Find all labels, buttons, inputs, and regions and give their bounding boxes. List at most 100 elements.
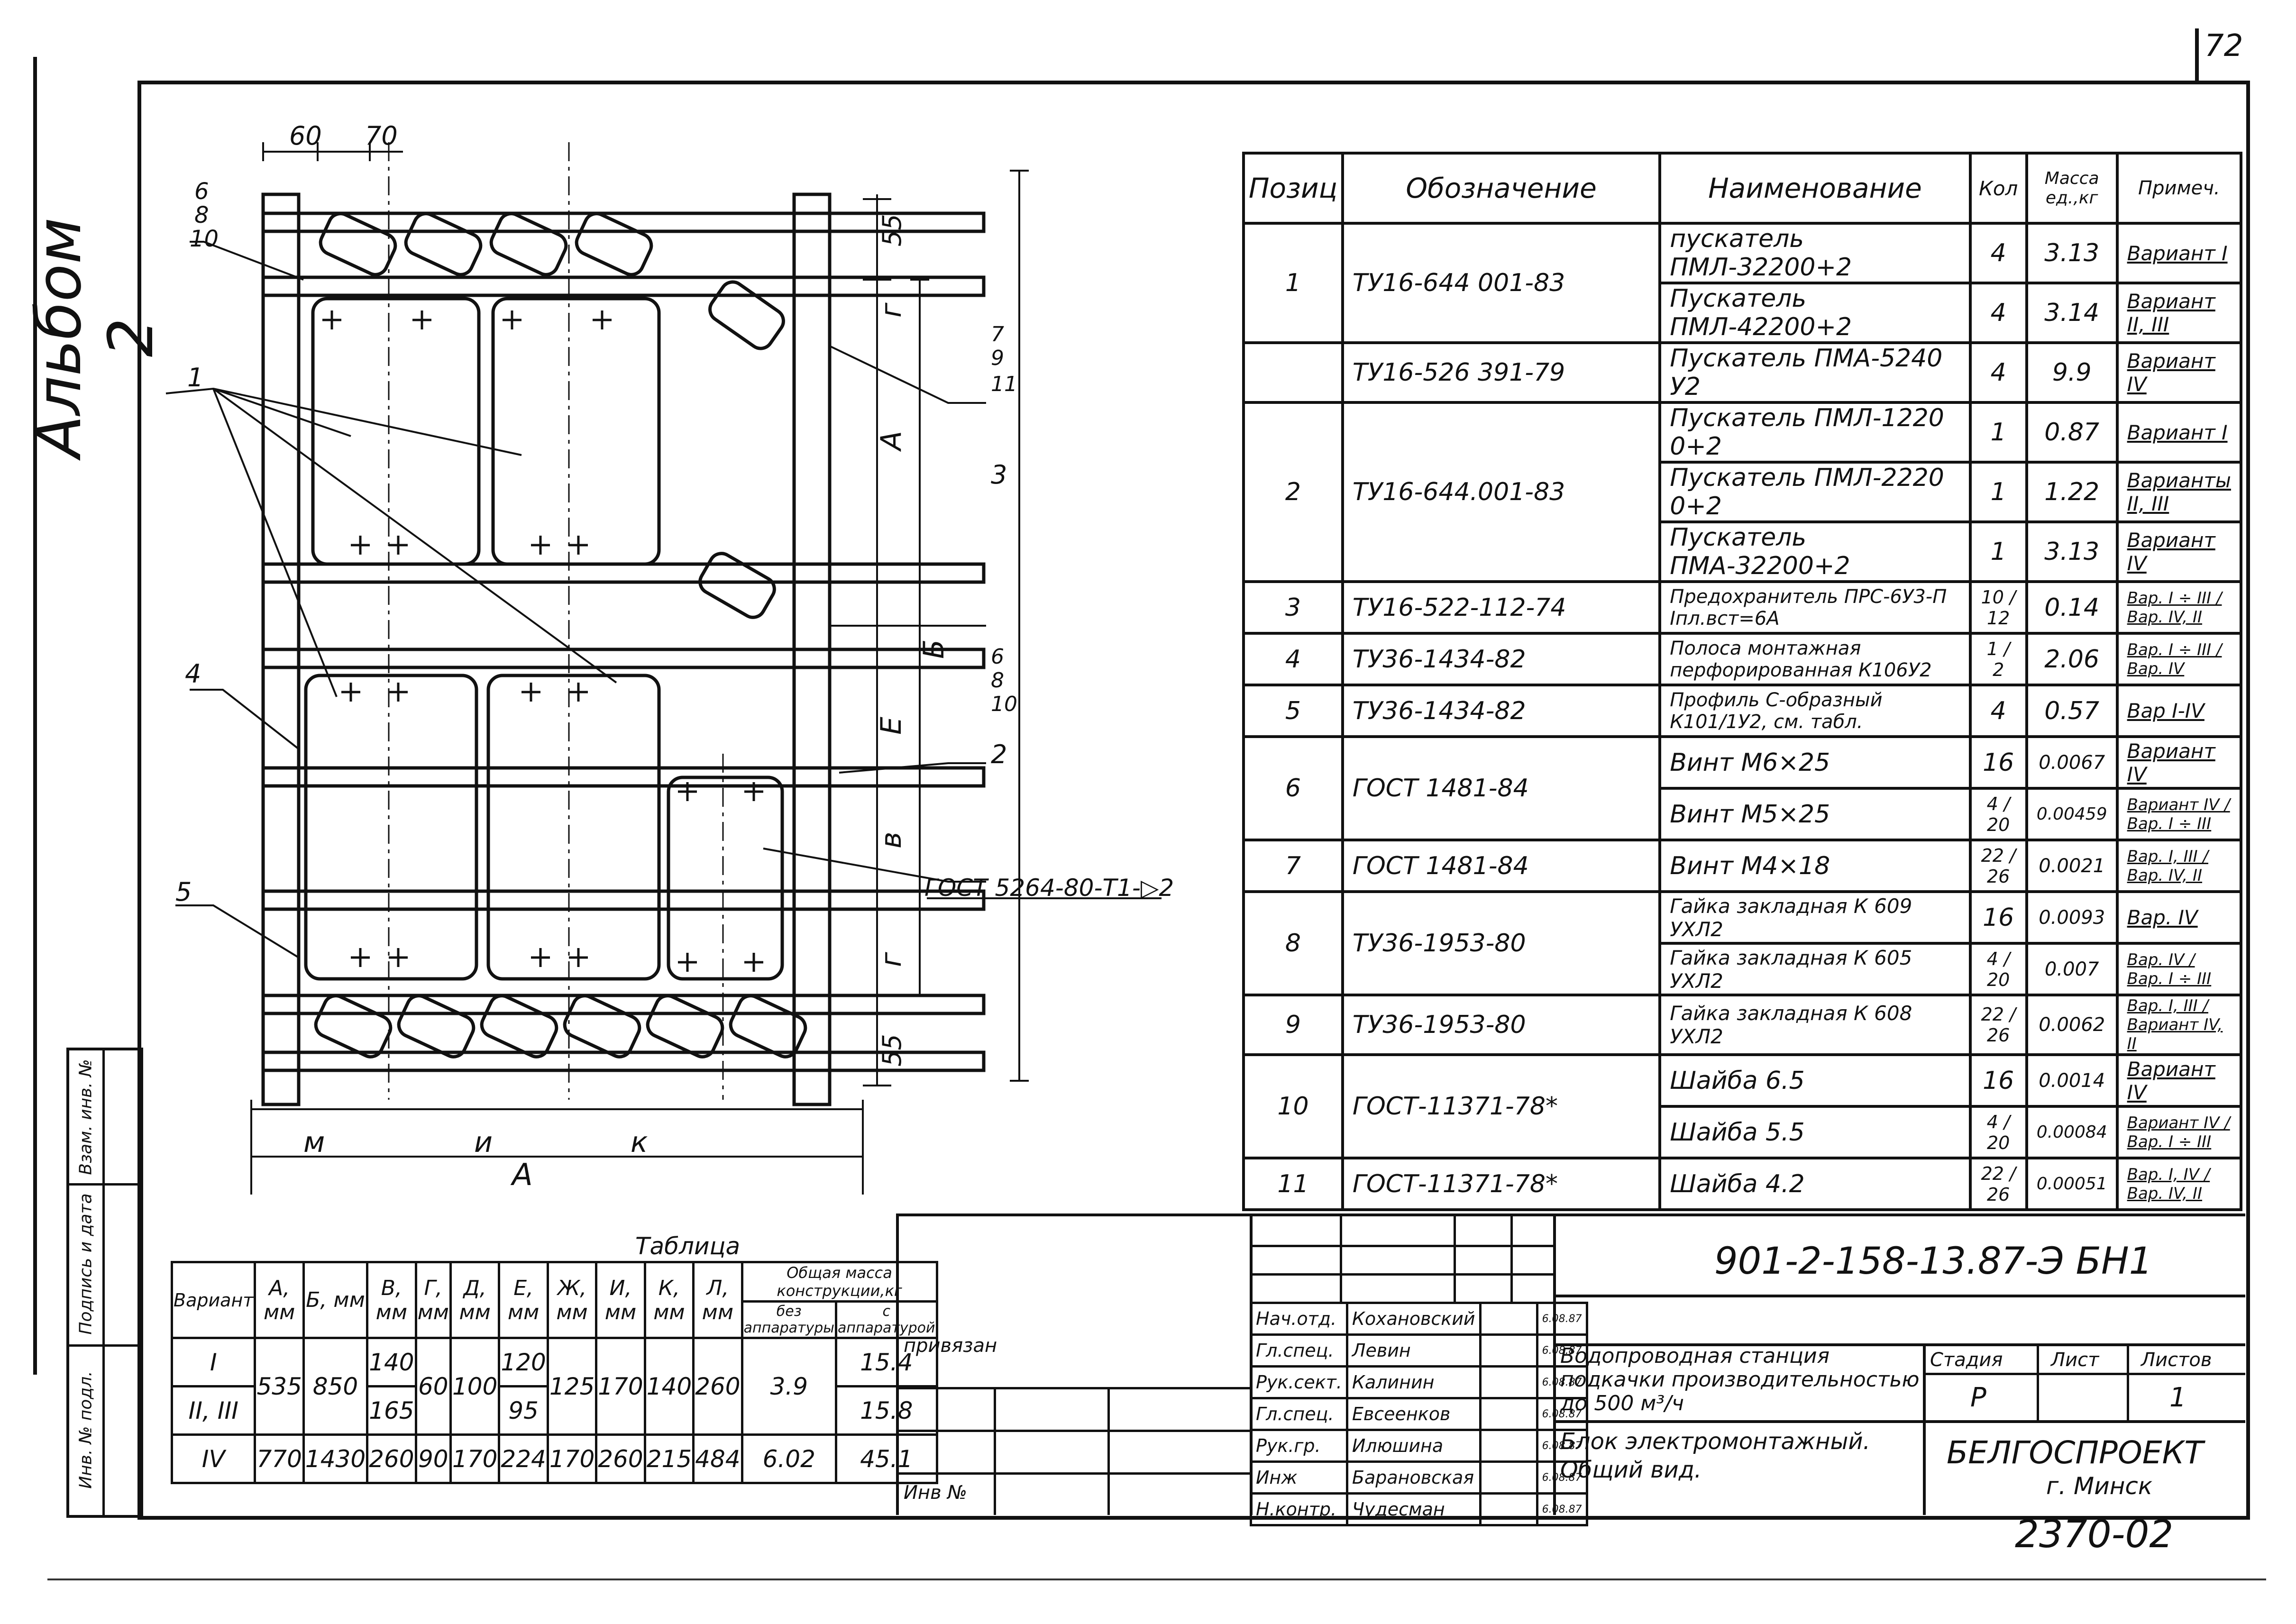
staff-role: Инж	[1250, 1460, 1348, 1495]
callout-6b: 6	[991, 645, 1004, 669]
spec-mass: 0.00084	[2025, 1105, 2119, 1159]
dim-a: А	[875, 431, 908, 452]
spec-pos: 11	[1242, 1157, 1344, 1211]
spec-qty: 1	[1968, 401, 2028, 464]
callout-1: 1	[187, 363, 203, 392]
privyazan-label: привязан	[904, 1335, 997, 1357]
spec-qty: 22 / 26	[1968, 994, 2028, 1056]
spec-pos: 10	[1242, 1053, 1344, 1159]
spec-mass: 0.0062	[2025, 994, 2119, 1056]
dim-v: в	[875, 832, 908, 848]
spec-header-designation: Обозначение	[1341, 152, 1662, 225]
vt-header-a: А, мм	[254, 1261, 305, 1339]
spec-mass: 0.14	[2025, 580, 2119, 635]
spec-qty: 16	[1968, 735, 2028, 790]
spec-note: Вар I-IV	[2115, 684, 2243, 738]
spec-qty: 4 / 20	[1968, 787, 2028, 841]
sheets-value: 1	[2169, 1382, 2186, 1413]
spec-qty: 16	[1968, 890, 2028, 945]
dim-m: м	[303, 1126, 325, 1159]
table-row: 4 ТУ36-1434-82 Полоса монтажная перфорир…	[1242, 632, 2243, 686]
spec-name: Пускатель ПМЛ-42200+2	[1658, 282, 1972, 344]
dim-i: и	[474, 1126, 493, 1159]
vt-a: 535	[254, 1337, 305, 1436]
spec-mass: 0.00051	[2025, 1157, 2119, 1211]
spec-note: Вар. I ÷ III / Вар. IV, II	[2115, 580, 2243, 635]
vt-b: 1430	[302, 1433, 369, 1484]
spec-qty: 4	[1968, 282, 2028, 344]
table-row: ТУ16-526 391-79 Пускатель ПМА-5240 У2 4 …	[1242, 341, 2243, 404]
spec-name: Профиль С-образный К101/1У2, см. табл.	[1658, 684, 1972, 738]
stage-value: Р	[1970, 1382, 1986, 1413]
spec-header-name: Наименование	[1658, 152, 1972, 225]
fuse-bottom-row	[314, 994, 807, 1058]
vt-header-b: Б, мм	[302, 1261, 369, 1339]
vt-b: 850	[302, 1337, 369, 1436]
spec-mass: 0.0067	[2025, 735, 2119, 790]
table-row: Гайка закладная К 605 УХЛ2 4 / 20 0.007 …	[1244, 942, 2243, 996]
staff-signature	[1479, 1365, 1538, 1399]
spec-mass: 0.0093	[2025, 890, 2119, 945]
spec-note: Вариант I	[2115, 401, 2243, 464]
spec-pos: 4	[1242, 632, 1344, 686]
vt-v: 260	[366, 1433, 417, 1484]
spec-qty: 10 / 12	[1968, 580, 2028, 635]
spec-name: пускатель ПМЛ-32200+2	[1658, 222, 1972, 284]
table-row: Пускатель ПМЛ-2220 0+2 1 1.22 Варианты I…	[1244, 461, 2243, 523]
rail-top-1	[261, 211, 986, 233]
vt-g: 90	[414, 1433, 452, 1484]
spec-note: Вариант IV	[2115, 1053, 2243, 1108]
spec-note: Вар. I, IV / Вар. IV, II	[2115, 1157, 2243, 1211]
callout-7: 7	[991, 322, 1004, 347]
callout-5: 5	[175, 877, 192, 907]
staff-signature	[1479, 1429, 1538, 1463]
spec-mass: 3.13	[2025, 520, 2119, 583]
table-row: 5 ТУ36-1434-82 Профиль С-образный К101/1…	[1242, 684, 2243, 738]
spec-designation: ГОСТ-11371-78*	[1341, 1157, 1662, 1211]
inv-no-label: Инв №	[904, 1482, 967, 1504]
spec-name: Винт М5×25	[1658, 787, 1972, 841]
spec-header-qty: Кол	[1968, 152, 2028, 225]
vt-variant: IV	[170, 1433, 256, 1484]
rail-mid-3	[261, 766, 986, 788]
staff-signature	[1479, 1460, 1538, 1495]
spec-name: Шайба 5.5	[1658, 1105, 1972, 1159]
spec-header-note: Примеч.	[2115, 152, 2243, 225]
vt-header-mass-without: без аппаратуры	[741, 1300, 837, 1339]
rail-mid-2	[261, 648, 986, 669]
spec-name: Гайка закладная К 609 УХЛ2	[1658, 890, 1972, 945]
spec-note: Вар. I ÷ III / Вар. IV	[2115, 632, 2243, 686]
vt-v: 165	[366, 1385, 417, 1436]
callout-11: 11	[991, 372, 1017, 396]
org-city: г. Минск	[2046, 1472, 2153, 1500]
callout-10b: 10	[991, 692, 1017, 716]
callout-8b: 8	[991, 668, 1004, 693]
vt-e: 224	[498, 1433, 549, 1484]
vt-header-e: Е, мм	[498, 1261, 549, 1339]
sheets-label: Листов	[2141, 1349, 2212, 1371]
dim-A: А	[510, 1158, 533, 1193]
table-row: I 535 850 140 60 100 120 125 170 140 260…	[170, 1337, 938, 1436]
spec-pos: 6	[1242, 735, 1344, 841]
spec-designation: ТУ16-526 391-79	[1341, 341, 1662, 404]
spec-qty: 4	[1968, 341, 2028, 404]
callout-2: 2	[991, 739, 1007, 769]
table-row: 7 ГОСТ 1481-84 Винт М4×18 22 / 26 0.0021…	[1242, 839, 2243, 893]
spec-name: Винт М4×18	[1658, 839, 1972, 893]
spec-name: Пускатель ПМЛ-2220 0+2	[1658, 461, 1972, 523]
spec-mass: 0.00459	[2025, 787, 2119, 841]
rail-bot-2	[261, 1050, 986, 1072]
staff-signature	[1479, 1397, 1538, 1431]
vt-header-mass-with: с аппаратурой	[834, 1300, 938, 1339]
spec-qty: 1	[1968, 520, 2028, 583]
spec-note: Вариант IV	[2115, 735, 2243, 790]
table-row: Пускатель ПМЛ-42200+2 4 3.14 Вариант II,…	[1244, 282, 2243, 344]
vt-m2: 15.4	[834, 1337, 938, 1387]
spec-name: Гайка закладная К 608 УХЛ2	[1658, 994, 1972, 1056]
spec-designation: ГОСТ 1481-84	[1341, 839, 1662, 893]
